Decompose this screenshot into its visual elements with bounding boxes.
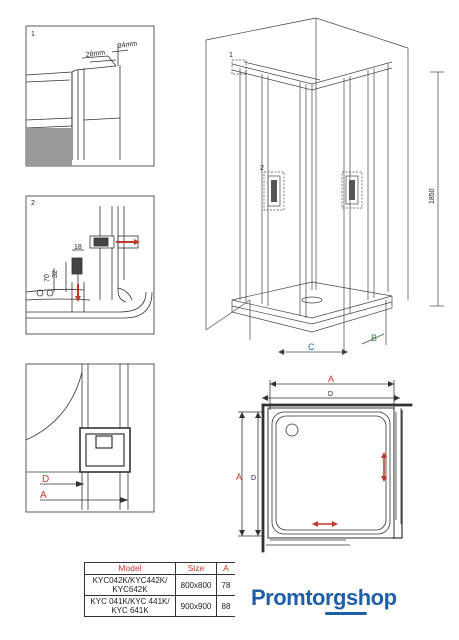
header-size: Size [175,562,217,575]
iso-callout-2: 2 [260,165,264,172]
panel-1-dim-28mm: 28mm [85,49,105,59]
panel-3-dim-a: A [40,490,47,501]
model-size-table: Model Size A KYC042K/KYC442K/KYC642K 800… [84,562,235,617]
panel-2-number: 2 [31,200,35,207]
logo-part-shop: shop [346,585,397,610]
iso-height-1850: 1850 [429,188,436,204]
detail-panel-1 [25,25,155,167]
plan-dim-d-left: D [251,475,256,482]
plan-dim-arrows [239,381,400,536]
iso-dim-c: C [308,342,315,352]
plan-dim-a-left: A [236,472,242,482]
table-header-row: Model Size A [84,562,235,575]
panel-2-dim-18: 18 [74,244,82,251]
detail-panel-3 [25,363,155,513]
panel-2-dim-70: 70 [44,274,51,282]
iso-dashed-callouts [231,59,363,211]
logo-underline-icon [325,612,367,615]
logo-part-promtorg: Promtorg [251,585,347,610]
row-1-size: 800x800 [175,574,217,596]
panel-1-dim-34mm: 34mm [117,40,137,50]
table-row: KYC042K/KYC442K/KYC642K 800x800 78 [84,574,235,596]
plan-dim-d-top: D [328,391,333,398]
row-2-a: 88 [216,595,235,617]
iso-dim-c-line [278,349,348,355]
iso-callout-1: 1 [229,52,233,59]
row-2-size: 900x900 [175,595,217,617]
table-row: KYC 041K/KYC 441K/KYC 641K 900x900 88 [84,595,235,617]
iso-dim-b: B [371,333,377,343]
plan-dim-a-top: A [328,374,334,384]
row-1-a: 78 [216,574,235,596]
panel-3-arrow-d [76,481,84,487]
detail-panel-2 [25,195,155,335]
panel-3-arrow-a [120,497,128,503]
plan-view [238,380,413,553]
iso-handle-fill [271,180,355,202]
panel-2-dim-32: 32 [52,270,59,278]
row-2-model: KYC 041K/KYC 441K/KYC 641K [84,595,176,617]
isometric-shower-enclosure [205,17,444,350]
panel-2-arrows [75,239,140,302]
promtorgshop-logo[interactable]: Promtorgshop [251,585,397,615]
header-a: A [216,562,235,575]
row-1-model: KYC042K/KYC442K/KYC642K [84,574,176,596]
panel-3-dim-d: D [42,474,49,485]
header-model: Model [84,562,176,575]
plan-red-arrows [312,452,387,527]
iso-dim-b-line [361,333,385,345]
panel-1-number: 1 [31,31,35,38]
